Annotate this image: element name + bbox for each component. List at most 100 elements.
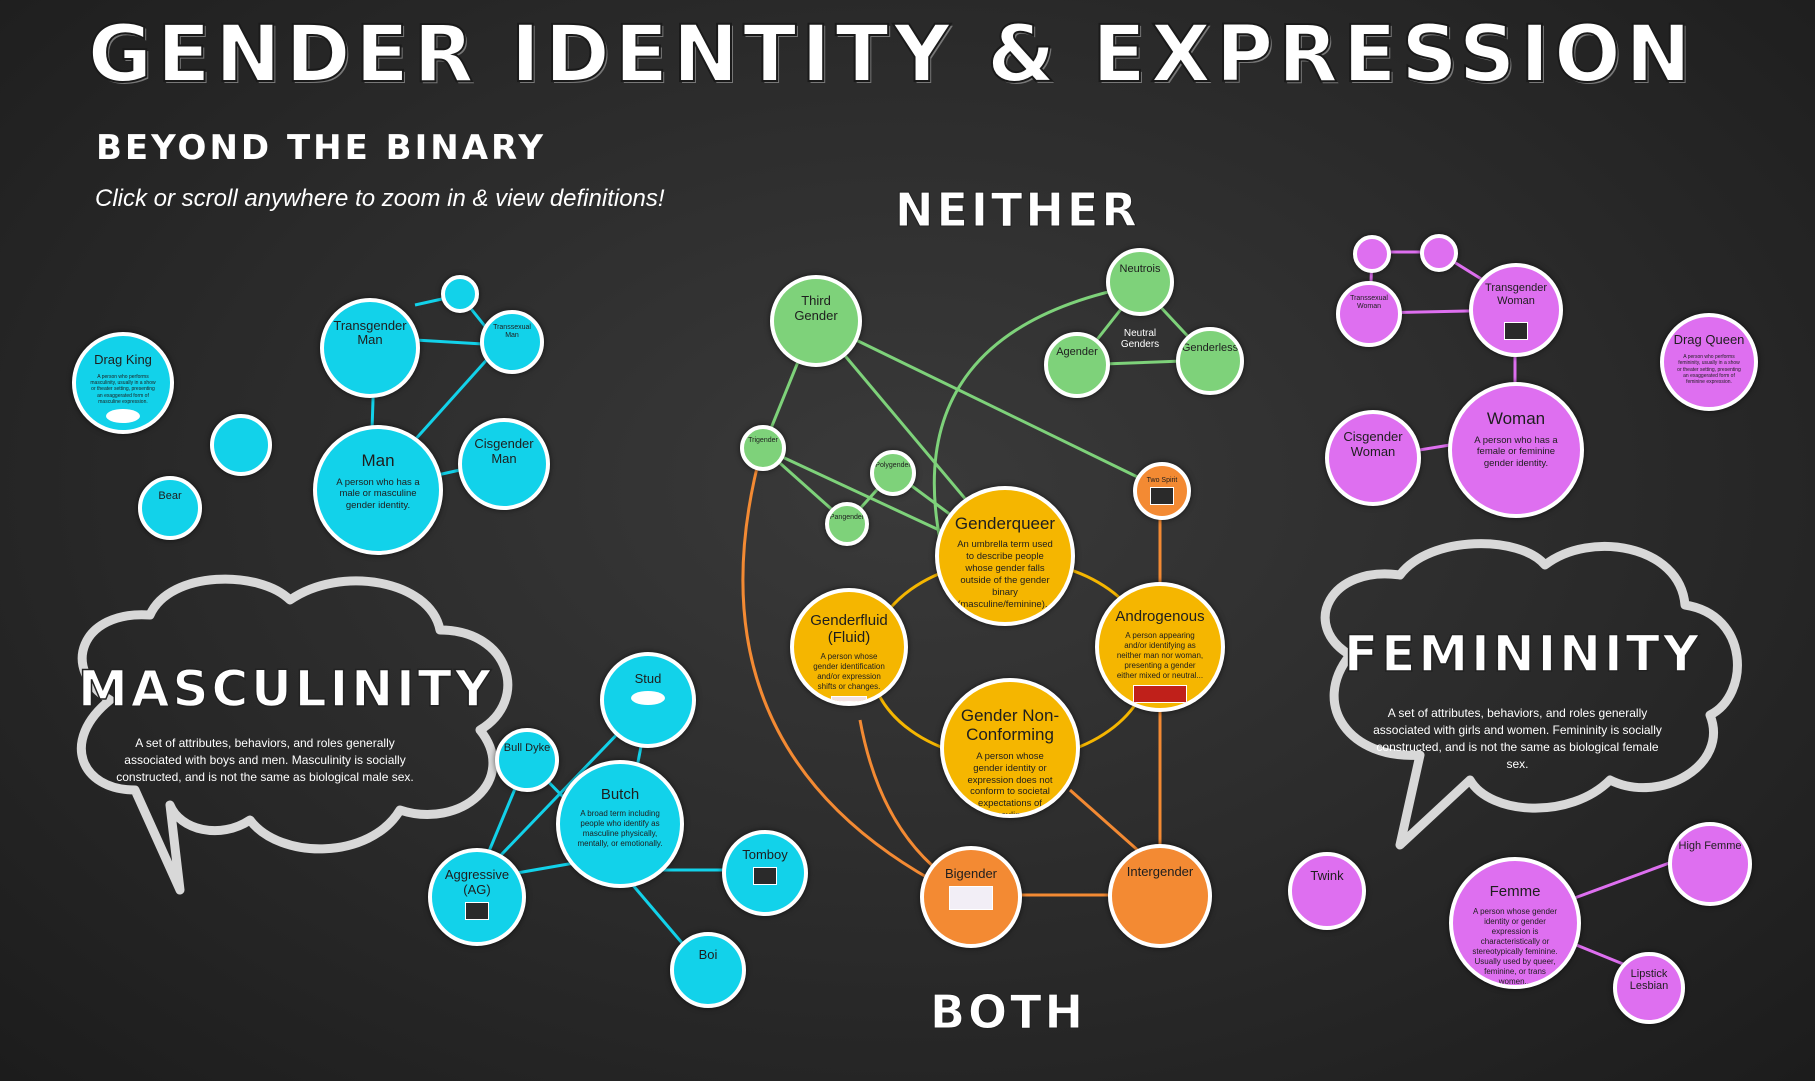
node-femme[interactable]: Femme A person whose gender identity or …	[1449, 857, 1581, 989]
node-label: Twink	[1310, 867, 1344, 883]
link-trigender-bigender	[741, 447, 951, 892]
node-man[interactable]: Man A person who has a male or masculine…	[313, 425, 443, 555]
node-intergender[interactable]: Intergender	[1108, 844, 1212, 948]
node-polygender[interactable]: Polygender	[870, 450, 916, 496]
node-label: Androgenous	[1115, 607, 1205, 625]
node-label: Pangender	[829, 513, 865, 521]
node-label: Transsexual Man	[493, 324, 531, 340]
node-boi[interactable]: Boi	[670, 932, 746, 1008]
thumbnail	[753, 866, 777, 885]
node-definition: A broad term including people who identi…	[577, 808, 663, 848]
node-label: Two Spirit	[1146, 477, 1178, 484]
node-label: Drag Queen	[1673, 332, 1745, 348]
node-label: Woman	[1486, 409, 1546, 429]
thumbnail	[1150, 487, 1174, 506]
node-definition: A person who has a male or masculine gen…	[336, 476, 420, 512]
node-stud[interactable]: Stud	[600, 652, 696, 748]
zoom-instruction: Click or scroll anywhere to zoom in & vi…	[95, 185, 665, 212]
node-drag-queen[interactable]: Drag Queen A person who performs feminin…	[1660, 313, 1758, 411]
node-definition: A person whose gender identification and…	[813, 652, 885, 692]
node-label: Butch	[600, 785, 640, 803]
masculinity-cloud	[77, 574, 513, 895]
node-aggressive[interactable]: Aggressive (AG)	[428, 848, 526, 946]
node-androgenous[interactable]: Androgenous A person appearing and/or id…	[1095, 582, 1225, 712]
node-pangender[interactable]: Pangender	[825, 502, 869, 546]
node-small-pink-1[interactable]	[1353, 235, 1391, 273]
node-small-link[interactable]	[441, 275, 479, 313]
node-label: Trigender	[748, 437, 778, 445]
node-cisgender-man[interactable]: Cisgender Man	[458, 418, 550, 510]
node-transgender-man[interactable]: Transgender Man	[320, 298, 420, 398]
node-label: Transsexual Woman	[1350, 295, 1388, 311]
node-definition: A person who performs masculinity, usual…	[90, 373, 156, 405]
node-label: Polygender	[875, 462, 911, 470]
node-label: Intergender	[1126, 864, 1194, 880]
node-transsexual-man[interactable]: Transsexual Man	[480, 310, 544, 374]
thumbnail	[631, 690, 665, 705]
node-definition: An umbrella term used to describe people…	[957, 539, 1053, 610]
node-lipstick-lesbian[interactable]: Lipstick Lesbian	[1613, 952, 1685, 1024]
node-tomboy[interactable]: Tomboy	[722, 830, 808, 916]
node-butch[interactable]: Butch A broad term including people who …	[556, 760, 684, 888]
node-neutrois[interactable]: Neutrois	[1106, 248, 1174, 316]
thumbnail	[106, 409, 140, 424]
node-label: Genderless	[1181, 341, 1239, 354]
node-trigender[interactable]: Trigender	[740, 425, 786, 471]
node-label: Cisgender Man	[474, 436, 534, 467]
node-two-spirit[interactable]: Two Spirit	[1133, 462, 1191, 520]
node-label: Transgender Man	[333, 317, 407, 348]
node-label: Transgender Woman	[1485, 282, 1547, 308]
node-definition: A person whose gender identity or expres…	[967, 750, 1053, 818]
femininity-definition: A set of attributes, behaviors, and role…	[1373, 706, 1662, 771]
masculinity-title: MASCULINITY	[77, 659, 494, 719]
node-transgender-woman[interactable]: Transgender Woman	[1469, 263, 1563, 357]
node-woman[interactable]: Woman A person who has a female or femin…	[1448, 382, 1584, 518]
link-neutrois-genderqueer	[932, 283, 1141, 541]
node-small-pink-2[interactable]	[1420, 234, 1458, 272]
node-definition: A person whose gender identity or gender…	[1472, 906, 1558, 986]
femininity-title: FEMININITY	[1343, 624, 1702, 684]
node-genderqueer[interactable]: Genderqueer An umbrella term used to des…	[935, 486, 1075, 626]
node-label: Man	[361, 450, 395, 470]
node-unlabeled-cyan[interactable]	[210, 414, 272, 476]
node-label: Neutrois	[1119, 262, 1161, 275]
node-label: Tomboy	[742, 847, 788, 863]
node-label: Genderfluid (Fluid)	[810, 611, 888, 647]
node-label: Stud	[634, 670, 662, 686]
node-gender-non-conforming[interactable]: Gender Non-Conforming A person whose gen…	[940, 678, 1080, 818]
masculinity-definition: A set of attributes, behaviors, and role…	[116, 736, 414, 784]
node-label: Bigender	[944, 865, 998, 881]
thumbnail	[1504, 321, 1528, 340]
thumbnail	[1133, 685, 1187, 704]
node-definition: A person appearing and/or identifying as…	[1116, 631, 1204, 681]
both-label: BOTH	[929, 985, 1087, 1040]
node-agender[interactable]: Agender	[1044, 332, 1110, 398]
thumbnail	[949, 885, 993, 910]
node-high-femme[interactable]: High Femme	[1668, 822, 1752, 906]
node-twink[interactable]: Twink	[1288, 852, 1366, 930]
node-genderfluid[interactable]: Genderfluid (Fluid) A person whose gende…	[790, 588, 908, 706]
node-bear[interactable]: Bear	[138, 476, 202, 540]
node-label: Third Gender	[794, 293, 838, 324]
node-label: High Femme	[1678, 839, 1742, 852]
link-thirdgender-twospirit	[814, 318, 1161, 490]
node-label: Cisgender Woman	[1343, 428, 1403, 459]
node-third-gender[interactable]: Third Gender	[770, 275, 862, 367]
node-label: Agender	[1056, 346, 1098, 359]
node-definition: A person who has a female or feminine ge…	[1474, 434, 1558, 470]
node-label: Bear	[158, 490, 182, 503]
node-label: Lipstick Lesbian	[1629, 967, 1669, 993]
node-label: Genderqueer	[954, 513, 1056, 533]
node-cisgender-woman[interactable]: Cisgender Woman	[1325, 410, 1421, 506]
node-drag-king[interactable]: Drag King A person who performs masculin…	[72, 332, 174, 434]
node-bigender[interactable]: Bigender	[920, 846, 1022, 948]
node-definition: A person who performs femininity, usuall…	[1677, 354, 1741, 386]
node-transsexual-woman[interactable]: Transsexual Woman	[1336, 281, 1402, 347]
node-genderless[interactable]: Genderless	[1176, 327, 1244, 395]
thumbnail	[465, 902, 489, 921]
node-label: Boi	[698, 947, 718, 963]
neutral-genders-label: Neutral Genders	[1120, 328, 1160, 350]
node-bull-dyke[interactable]: Bull Dyke	[495, 728, 559, 792]
page-title: GENDER IDENTITY & EXPRESSION	[87, 9, 1696, 101]
